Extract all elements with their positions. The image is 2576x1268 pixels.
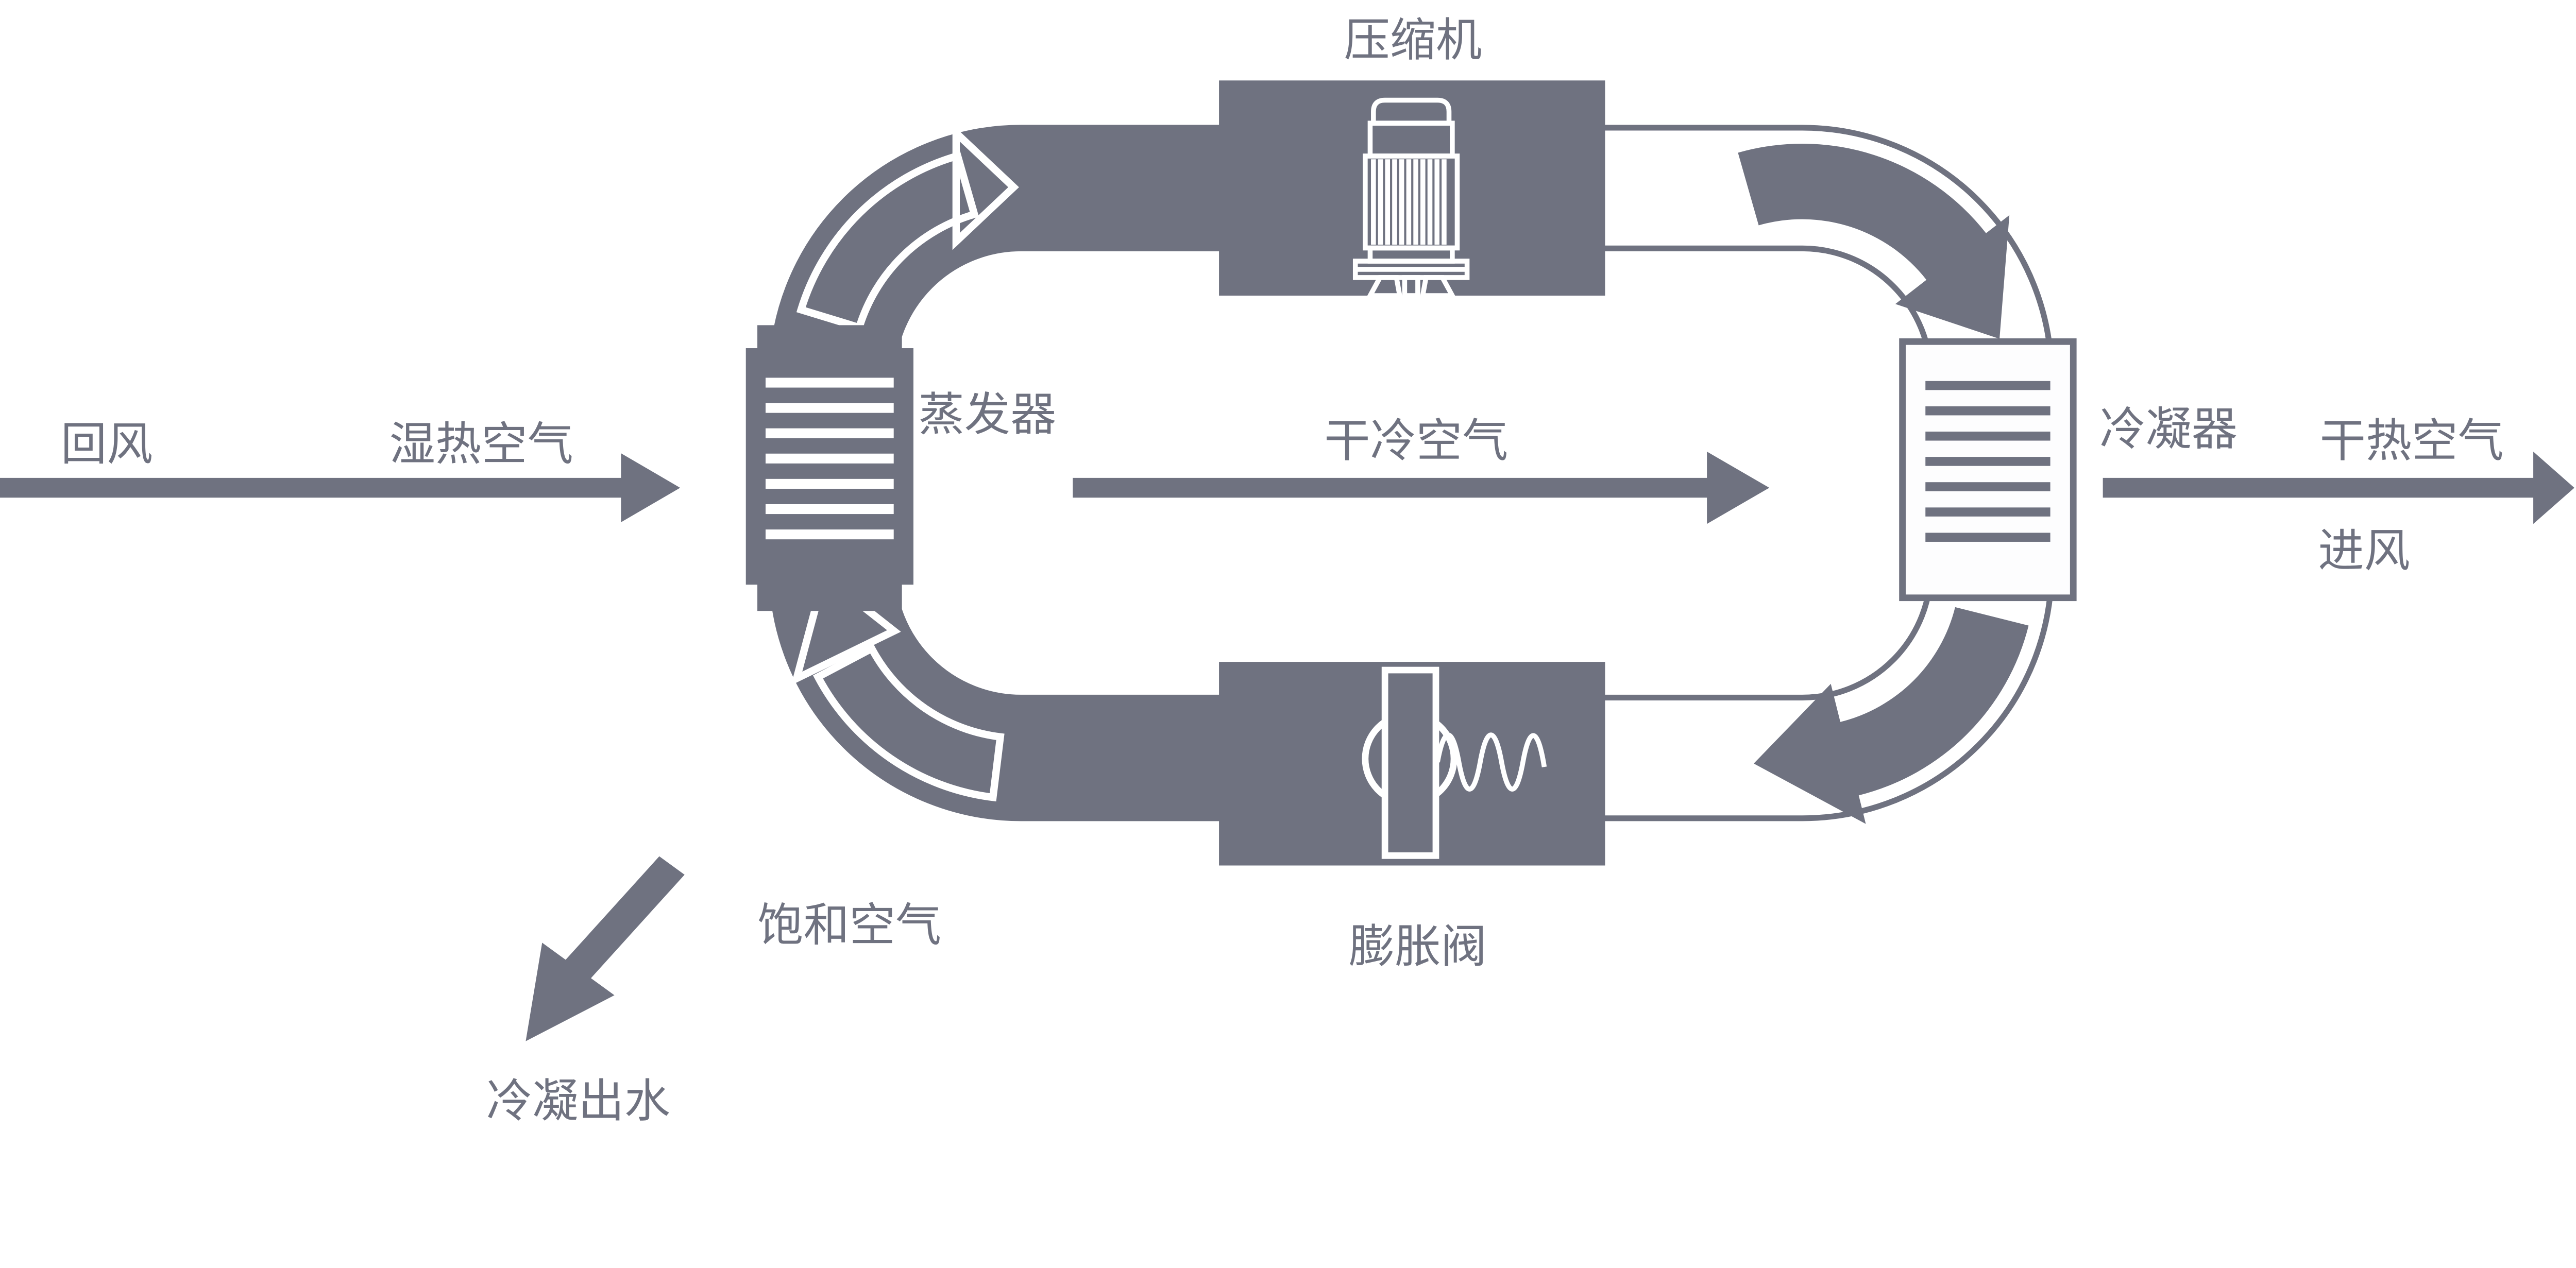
diagram-svg: 压缩机 蒸发器 冷凝器 膨胀阀 回风 湿热空气 干冷空气 干热空气 进风 饱和空… — [0, 14, 2574, 1126]
label-condensate-water: 冷凝出水 — [486, 1075, 670, 1126]
label-evaporator: 蒸发器 — [919, 388, 1057, 440]
label-return-air: 回风 — [61, 418, 153, 470]
label-humid-hot-air: 湿热空气 — [389, 418, 573, 470]
compressor-icon — [1352, 97, 1470, 298]
flow-arrow-bottom-left-body — [812, 643, 1005, 802]
evaporator-fins — [765, 378, 894, 540]
condenser — [1899, 338, 2077, 602]
label-inlet-air: 进风 — [2318, 525, 2410, 576]
label-dry-hot-air: 干热空气 — [2320, 415, 2504, 466]
flow-arrow-top-left-head — [952, 124, 1019, 250]
condenser-fins — [1925, 381, 2050, 542]
label-saturated-air: 饱和空气 — [757, 899, 941, 951]
label-expansion-valve: 膨胀阀 — [1349, 921, 1487, 972]
label-condenser: 冷凝器 — [2099, 403, 2238, 455]
return-air-arrow — [0, 453, 681, 523]
flow-arrow-bottom-right — [1754, 607, 2029, 824]
label-compressor: 压缩机 — [1344, 14, 1482, 65]
label-dry-cold-air: 干冷空气 — [1324, 415, 1508, 466]
flow-arrow-top-left — [796, 124, 1019, 332]
dry-cold-air-arrow — [1073, 451, 1770, 524]
valve-spring — [1435, 732, 1547, 792]
expansion-valve-icon — [1362, 666, 1547, 859]
dry-hot-air-arrow — [2103, 451, 2574, 524]
condenser-body — [1899, 338, 2077, 602]
condensate-arrow — [526, 856, 685, 1041]
flow-arrow-top-right — [1738, 143, 2010, 339]
evaporator — [745, 325, 913, 611]
valve-gate — [1381, 666, 1439, 859]
